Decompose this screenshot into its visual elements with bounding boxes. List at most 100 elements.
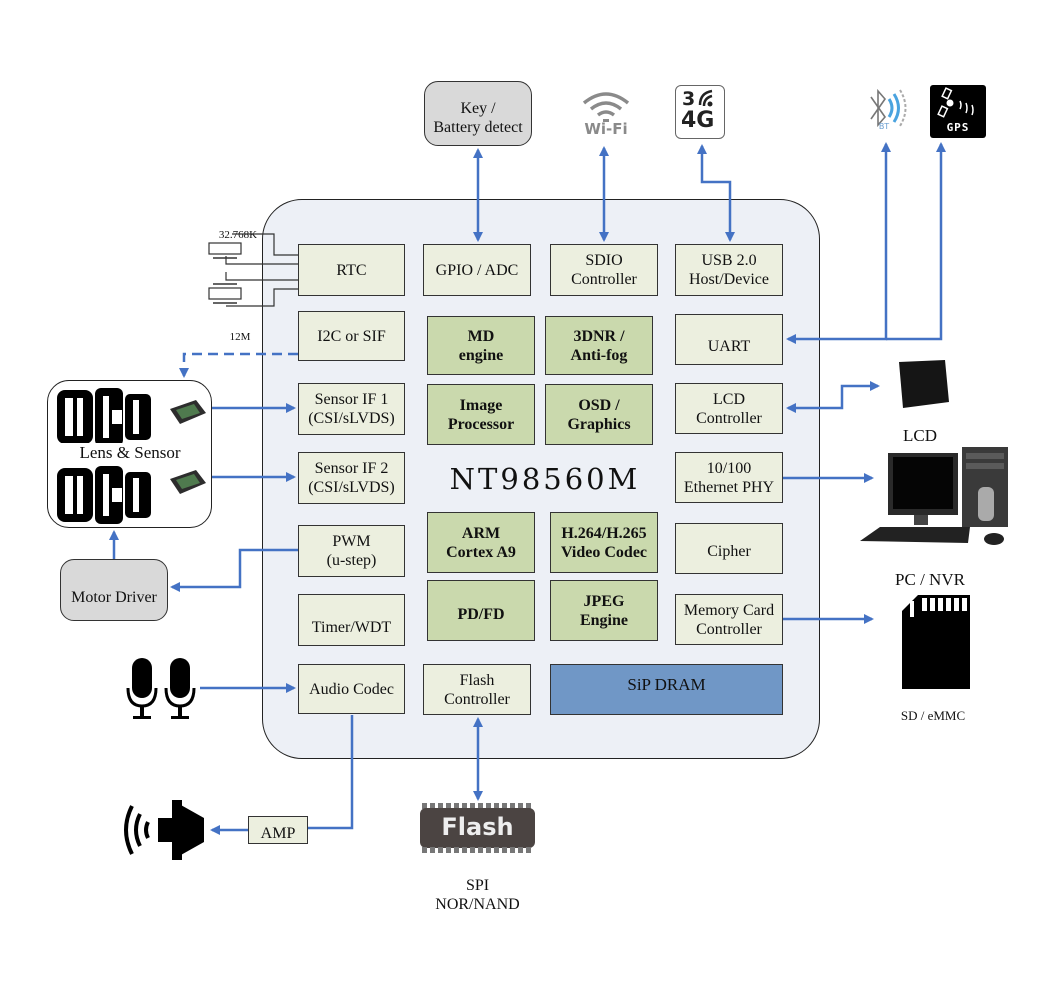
key-label: Key / [460,99,496,117]
lcd-ctrl-sub: Controller [696,409,762,427]
codec-label: H.264/H.265 [561,524,647,542]
codec-sub: Video Codec [560,543,648,561]
cellular-3g-4g-icon: 3 4G [675,85,725,139]
lcd-label: LCD [903,426,937,445]
lens-sensor-label: Lens & Sensor [60,443,200,462]
eth-sub: Ethernet PHY [683,478,775,496]
spi-label: SPI [465,877,490,894]
memcard-label: Memory Card [683,601,775,619]
cell-4g-label: 4G [681,108,715,133]
sip-dram-block[interactable]: SiP DRAM [550,664,783,715]
osd-graphics-block[interactable]: OSD /Graphics [545,384,653,445]
dram-label: SiP DRAM [627,675,706,694]
timer-label: Timer/WDT [311,618,392,636]
jpeg-sub: Engine [579,611,628,629]
3dnr-antifog-block[interactable]: 3DNR /Anti-fog [545,316,653,375]
arm-sub: Cortex A9 [446,543,516,561]
crystal-32k-icon [208,242,242,259]
usb-sub: Host/Device [689,271,769,288]
motor-driver-box[interactable]: Motor Driver [60,559,168,621]
timer-wdt-block[interactable]: Timer/WDT [298,594,405,646]
usb-label: USB 2.0 [701,252,757,269]
wifi-label: Wi-Fi [584,120,628,138]
rtc-block[interactable]: RTC [298,244,405,296]
key-battery-detect-box[interactable]: Key /Battery detect [424,81,532,146]
image-sensor-icon [170,470,206,494]
nor-nand-label: NOR/NAND [435,896,520,913]
bt-label: BT [878,122,890,131]
flash-chip-icon: Flash [420,803,535,853]
speaker-icon [124,800,204,860]
pwm-block[interactable]: PWM(u-step) [298,525,405,577]
cipher-block[interactable]: Cipher [675,523,783,574]
dnr-sub: Anti-fog [570,346,628,364]
sensor-if1-block[interactable]: Sensor IF 1(CSI/sLVDS) [298,383,405,435]
chip-pins-top [422,803,533,809]
cell-3g-label: 3 [682,88,696,110]
sensor-if2-block[interactable]: Sensor IF 2(CSI/sLVDS) [298,452,405,504]
md-label: MD [467,327,495,345]
amp-block[interactable]: AMP [248,816,308,844]
crystal-32k-label: 32.768K [218,229,258,241]
gpio-label: GPIO / ADC [435,261,519,279]
sdio-sub: Controller [571,271,637,288]
flash-ctrl-label: Flash [459,671,495,689]
spi-nor-nand-label: SPI NOR/NAND [420,876,535,914]
uart-block[interactable]: UART [675,314,783,365]
lcd-display-icon [899,360,949,408]
bt-uart-link [786,142,891,344]
jpeg-label: JPEG [583,592,625,610]
isp-label: Image [459,396,503,414]
eth-label: 10/100 [706,459,752,477]
satellite-icon [937,87,974,118]
cipher-label: Cipher [707,543,751,560]
osd-label: OSD / [578,396,620,414]
i2c-label: I2C or SIF [317,327,386,345]
pwm-motor-link [170,548,298,592]
pd-fd-block[interactable]: PD/FD [427,580,535,641]
wifi-icon [582,92,630,122]
gps-uart-link [886,142,946,341]
gpio-adc-block[interactable]: GPIO / ADC [423,244,531,296]
gps-label: GPS [946,121,970,134]
sensor-if1-sub: (CSI/sLVDS) [308,410,395,427]
chip-body [420,808,535,848]
chip-pins-bottom [422,847,533,853]
crystal-12m-icon [208,283,242,304]
rtc-label: RTC [336,261,367,279]
osd-sub: Graphics [567,415,631,433]
flash-ctrl-sub: Controller [444,690,510,708]
cell-usb-link [697,144,735,242]
lcd-ctrl-label: LCD [713,390,745,408]
isp-sub: Processor [447,415,515,433]
md-sub: engine [458,346,504,364]
pc-computer-icon [860,447,1008,545]
sd-card-icon [902,595,970,689]
battery-label: Battery detect [433,118,523,136]
pwm-sub: (u-step) [326,552,377,569]
i2c-block[interactable]: I2C or SIF [298,311,405,361]
uart-label: UART [707,338,751,355]
arm-label: ARM [461,524,501,542]
gps-icon: GPS [930,85,986,138]
audio-label: Audio Codec [309,680,394,698]
i2c-sensor-link [179,352,298,378]
lcd-link [786,381,880,413]
pc-nvr-label: PC / NVR [895,570,965,589]
audio-codec-block[interactable]: Audio Codec [298,664,405,714]
motor-driver-label: Motor Driver [71,588,157,606]
flash-chip-label: Flash [441,813,514,841]
audio-amp-link [308,715,354,830]
